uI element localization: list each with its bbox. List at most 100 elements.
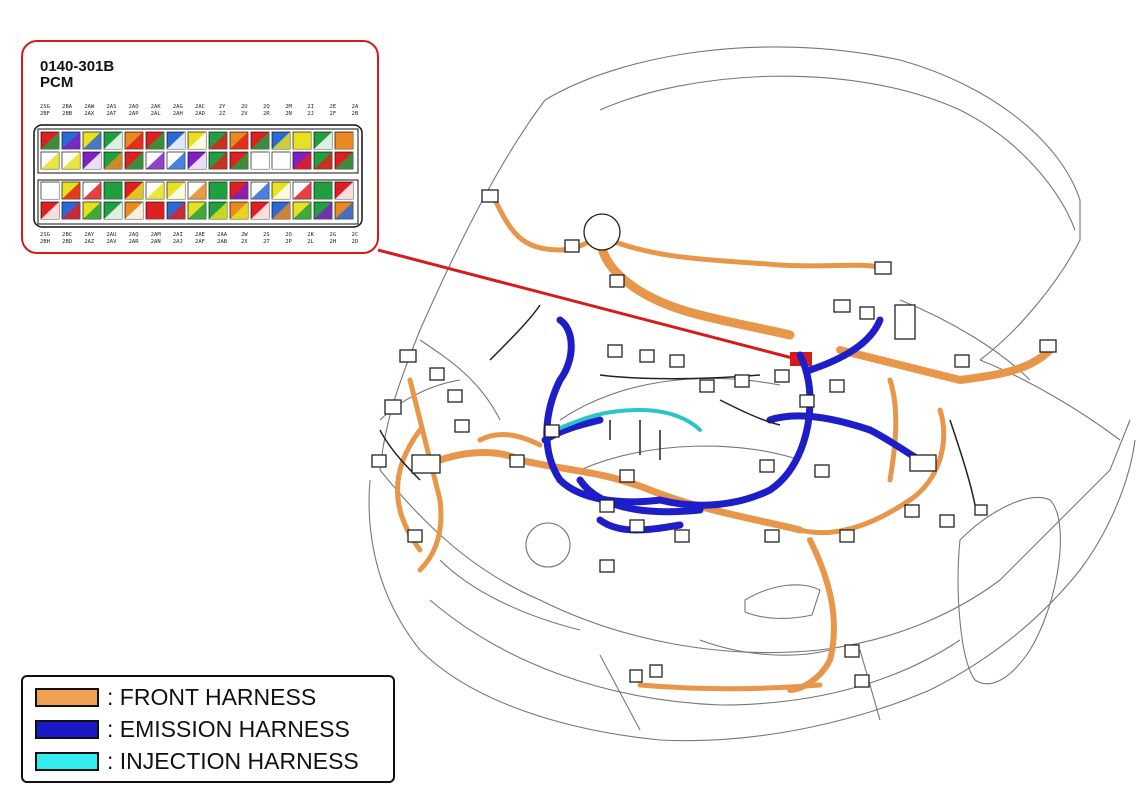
pin-label: 2AH [172,111,183,117]
pin-stripe [188,182,206,199]
pin-label: 2D [351,239,359,245]
pin-stripe [230,152,248,169]
pin-stripe [314,152,332,169]
pin-stripe [335,132,353,149]
pin-label: 2C [351,232,359,238]
pin-label: 2W [240,232,248,238]
pin-stripe [188,132,206,149]
pin-label: 2U [240,104,248,110]
pin-label: 2AB [217,239,228,245]
pin-stripe [41,132,59,149]
pin-label: 2BC [62,232,73,238]
pin-label: 2AL [150,111,161,117]
pin-label: 2BH [40,239,50,245]
pin-stripe [251,132,269,149]
pin-stripe [125,132,143,149]
emission-harness [541,316,924,534]
pin-stripe [251,182,269,199]
pin-label: 2BF [40,111,50,117]
pin-label: 2E [329,104,337,110]
pin-stripe [314,202,332,219]
pin-stripe [41,202,59,219]
pin-label: 2AA [217,232,228,238]
pin-label: 2AS [106,104,117,110]
pin-label: 2I [307,104,314,110]
pin-label: 2Q [263,104,270,110]
car-body-outline [368,46,1136,742]
pin-stripe [146,202,164,219]
pin-stripe [293,182,311,199]
pin-stripe [146,132,164,149]
harness-legend: : FRONT HARNESS : EMISSION HARNESS : INJ… [21,675,395,783]
pin-label: 2Z [218,111,226,117]
pin-stripe [41,182,59,199]
pin-label: 2AV [106,239,117,245]
pin-label: 2V [240,111,248,117]
pin-label: 2J [307,111,314,117]
pin-stripe [104,132,122,149]
pin-label: 2F [329,111,337,117]
pin-label: 2AJ [172,239,183,245]
pin-stripe [335,152,353,169]
pin-label: 2R [263,111,270,117]
pin-stripe [125,202,143,219]
pin-stripe [62,132,80,149]
pin-label: 2G [329,232,337,238]
legend-item-injection: : INJECTION HARNESS [35,748,359,774]
legend-item-emission: : EMISSION HARNESS [35,715,350,742]
pin-stripe [41,152,59,169]
pin-label: 2AT [106,111,117,117]
pin-label: 2AZ [84,239,95,245]
pcm-connector-pinout [33,124,363,228]
pin-label: 2H [329,239,337,245]
injection-harness [553,407,702,432]
pin-stripe [335,202,353,219]
pin-label: 2S [263,232,270,238]
pin-stripe [83,132,101,149]
pin-stripe [293,152,311,169]
pin-stripe [104,202,122,219]
pin-stripe [83,182,101,199]
legend-label-emission: : EMISSION HARNESS [107,715,350,742]
pin-label: 2AF [195,239,205,245]
pin-label: 2AG [172,104,183,110]
pin-stripe [251,152,269,169]
pin-label: 2AD [195,111,205,117]
pin-label: 2AO [128,104,139,110]
pin-label: 2AN [150,239,161,245]
pin-stripe [125,182,143,199]
pin-stripe [83,152,101,169]
pin-stripe [62,182,80,199]
pin-label: 2AI [172,232,183,238]
pin-label: 2AE [195,232,205,238]
pin-stripe [146,152,164,169]
pin-label: 2P [285,239,292,245]
pin-label: 2AW [84,104,95,110]
front-harness [395,197,1054,693]
pin-stripe [251,202,269,219]
pin-label: 2Y [218,104,226,110]
pin-label: 2AK [150,104,161,110]
pin-stripe [335,182,353,199]
pin-label: 2BD [62,239,73,245]
pin-label: 2AC [195,104,205,110]
pin-label: 2SG [40,104,50,110]
pin-stripe [125,152,143,169]
pin-stripe [146,182,164,199]
pin-label: 2A [351,104,359,110]
pin-label: 2BB [62,111,73,117]
pin-label: 2AM [150,232,161,238]
pin-label: 2AU [106,232,117,238]
pin-stripe [188,152,206,169]
pin-stripe [230,182,248,199]
pin-stripe [314,132,332,149]
pin-stripe [209,202,227,219]
pin-stripe [209,132,227,149]
connectors [371,189,1057,688]
pin-label: 2B [351,111,359,117]
front-harness-swatch [35,687,99,707]
